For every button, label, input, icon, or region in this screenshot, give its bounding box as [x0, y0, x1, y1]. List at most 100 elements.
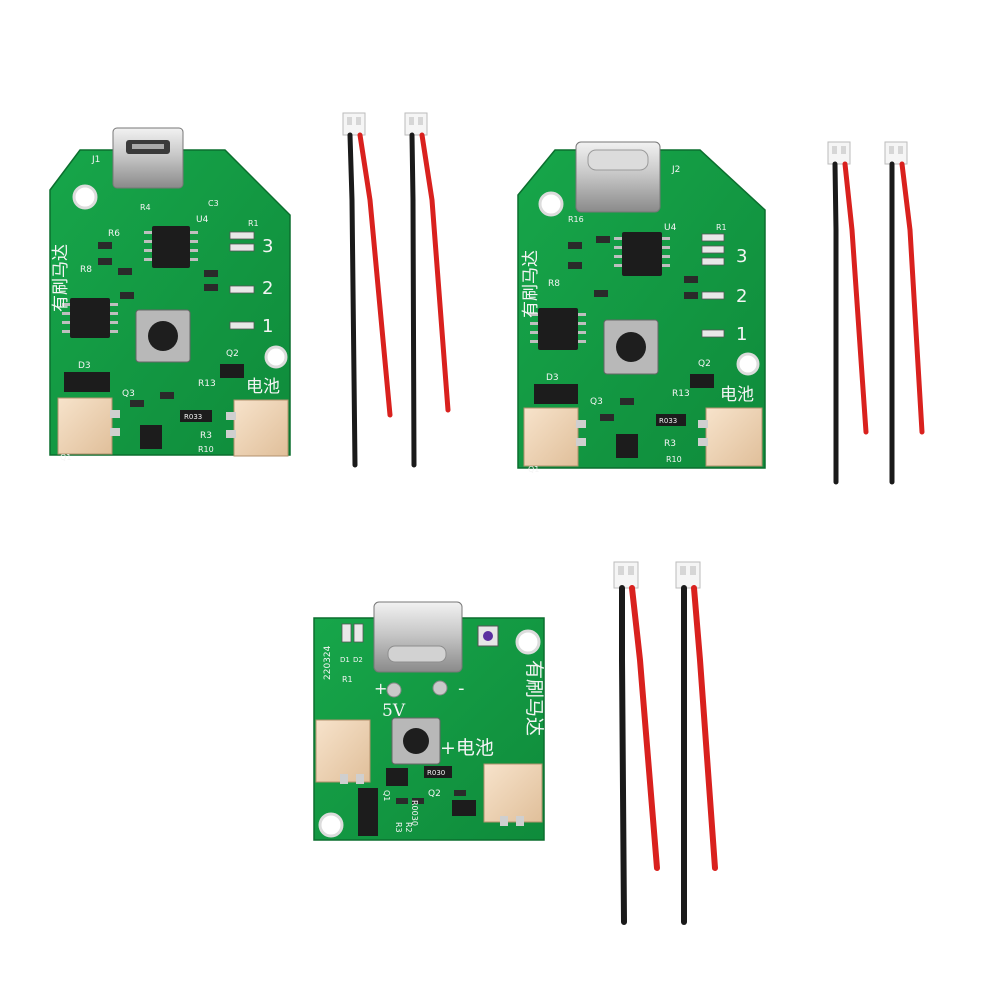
wire-pair-2 — [827, 141, 925, 485]
black-wire — [347, 132, 358, 468]
micro-usb-connector — [112, 127, 184, 189]
led-indicators — [229, 231, 255, 330]
sense-resistor-label: R030 — [427, 769, 445, 777]
diode — [358, 788, 378, 836]
diode-label: D3 — [546, 373, 559, 383]
pcb-board-square: R030 + - 5V +电池 有刷马达 220324 D1 D2 R1 R2 … — [313, 601, 545, 841]
transistor — [616, 434, 638, 458]
sense-resistor-label: R033 — [659, 417, 677, 425]
ic-chip — [538, 308, 578, 350]
diode-label: D1 — [340, 656, 350, 664]
resistor-label: R6 — [108, 229, 120, 239]
jst-plug — [613, 561, 639, 589]
resistor-label: R3 — [200, 431, 212, 441]
mounting-hole — [72, 184, 98, 210]
ic-chip — [152, 226, 190, 268]
red-wire — [629, 585, 660, 871]
level-label-2: 2 — [262, 278, 273, 299]
jst-connector-right — [233, 399, 289, 457]
solder-pad — [386, 682, 402, 698]
resistor-label: R13 — [672, 389, 690, 399]
transistor-label: Q3 — [122, 389, 135, 399]
resistor-label: R1 — [342, 675, 353, 684]
resistor-label: R3 — [394, 822, 403, 833]
mounting-hole — [736, 352, 760, 376]
resistor-label: R1 — [248, 219, 259, 228]
solder-pad — [432, 680, 448, 696]
voltage-label: 5V — [382, 701, 406, 721]
title-label: 有刷马达 — [51, 244, 71, 312]
transistor-label: Q2 — [428, 789, 441, 799]
red-wire — [899, 161, 925, 435]
plus-label: + — [374, 679, 387, 698]
mounting-hole — [318, 812, 344, 838]
level-label-1: 1 — [262, 316, 273, 337]
diode — [534, 384, 578, 404]
transistor — [452, 800, 476, 816]
resistor-label: R3 — [664, 439, 676, 449]
red-wire — [419, 132, 451, 413]
black-wire — [832, 161, 839, 485]
battery-label: 电池 — [246, 377, 280, 397]
resistor-label: R10 — [198, 445, 214, 454]
transistor-label: Q1 — [528, 465, 539, 474]
chip-label: U4 — [196, 215, 209, 225]
resistor-label: R2 — [404, 822, 413, 833]
jst-plug — [342, 112, 366, 136]
red-wire — [357, 132, 393, 418]
diode — [64, 372, 110, 392]
wire-pair-3 — [613, 561, 718, 925]
black-wire — [409, 132, 417, 468]
jst-connector-right — [705, 407, 763, 467]
resistor-label: R8 — [80, 265, 92, 275]
bottom-code: R0030 — [410, 800, 419, 826]
diode-label: D3 — [78, 361, 91, 371]
red-wire — [691, 585, 718, 871]
resistor-label: R13 — [198, 379, 216, 389]
level-label-3: 3 — [262, 236, 273, 257]
jst-connector-left — [57, 397, 113, 455]
jst-connector-left — [523, 407, 579, 467]
transistor — [140, 425, 162, 449]
chip-label: U4 — [664, 223, 677, 233]
wire-pair-1 — [342, 112, 451, 468]
resistor-label: R4 — [140, 203, 151, 212]
sense-resistor — [656, 414, 686, 426]
sense-resistor-label: R033 — [184, 413, 202, 421]
ic-chip — [70, 298, 110, 338]
resistor-label: R8 — [548, 279, 560, 289]
jst-plug — [884, 141, 908, 165]
led-indicators — [701, 233, 725, 338]
mounting-hole — [264, 345, 288, 369]
transistor-label: Q2 — [698, 359, 711, 369]
battery-label: 电池 — [720, 385, 754, 405]
red-wire — [842, 161, 869, 435]
transistor — [690, 374, 714, 388]
ic-chip — [622, 232, 662, 276]
title-label: 有刷马达 — [523, 660, 545, 736]
black-wire — [619, 585, 627, 925]
level-label-3: 3 — [736, 246, 747, 267]
title-label: 有刷马达 — [521, 250, 541, 318]
transistor — [220, 364, 244, 378]
jst-plug — [827, 141, 851, 165]
connector-label: J2 — [671, 165, 680, 175]
mounting-hole — [515, 629, 541, 655]
jst-plug — [404, 112, 428, 136]
board-code: 220324 — [323, 645, 333, 680]
jst-connector-right — [483, 763, 543, 823]
transistor-label: Q3 — [590, 397, 603, 407]
pcb-board-usb-c: R033 J2 U4 R1 R16 R8 R3 R13 R10 3 2 1 D3… — [517, 141, 766, 474]
mounting-hole — [538, 191, 564, 217]
transistor-label: Q1 — [382, 790, 391, 801]
pcb-board-micro-usb: R033 J1 U4 R1 R4 R6 R8 R3 R10 R13 C3 3 2… — [49, 127, 291, 462]
transistor-label: Q2 — [226, 349, 239, 359]
sense-resistor — [180, 410, 212, 422]
resistor-label: R16 — [568, 215, 584, 224]
jst-connector-left — [315, 719, 371, 783]
transistor — [386, 768, 408, 786]
resistor-label: R10 — [666, 455, 682, 464]
diode-label: D2 — [353, 656, 363, 664]
connector-label: J1 — [91, 155, 100, 165]
jst-plug — [675, 561, 701, 589]
